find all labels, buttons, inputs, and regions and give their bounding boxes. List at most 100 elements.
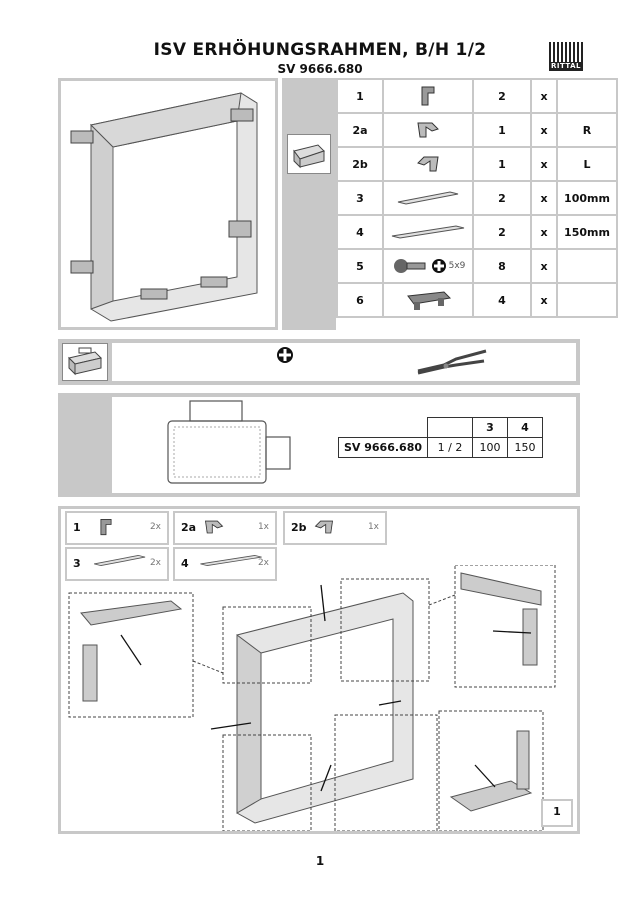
part-qty: 8	[472, 248, 532, 284]
part-qty: 4	[472, 282, 532, 318]
page-title: ISV ERHÖHUNGSRAHMEN, B/H 1/2	[153, 40, 487, 60]
parts-sidebar	[282, 78, 336, 330]
corner-right-icon	[197, 516, 231, 541]
part-image	[382, 78, 474, 114]
corner-bracket-icon	[89, 516, 123, 541]
step-number-badge: 1	[541, 799, 573, 827]
part-qty: 2	[472, 214, 532, 250]
step-part-box: 2a 1x	[173, 511, 277, 545]
screw-icon: 5x9	[384, 255, 472, 277]
rail-long-icon	[197, 552, 265, 572]
tools-panel	[58, 339, 580, 385]
part-image	[382, 214, 474, 250]
dims-value-3: 100	[472, 437, 508, 458]
frame-illustration-panel	[58, 78, 278, 330]
part-variant	[556, 78, 618, 114]
corner-right-icon	[384, 117, 472, 143]
dims-header-empty	[338, 417, 428, 438]
part-multiplier: x	[530, 248, 558, 284]
part-multiplier: x	[530, 282, 558, 318]
screw-size-label: 5x9	[448, 261, 466, 271]
assembly-diagram	[68, 565, 556, 831]
part-number: 5	[336, 248, 384, 284]
part-image	[382, 112, 474, 148]
step-part-qty: 1x	[257, 522, 269, 532]
assembly-step-panel: 1 2x 2a 1x 2b 1x 3 2x 4 2x	[58, 506, 580, 834]
step-part-number: 2b	[291, 521, 307, 534]
tools-area	[112, 343, 576, 381]
part-multiplier: x	[530, 78, 558, 114]
step-part-qty: 2x	[149, 522, 161, 532]
part-variant: 100mm	[556, 180, 618, 216]
corner-bracket-icon	[384, 83, 472, 109]
part-multiplier: x	[530, 180, 558, 216]
part-qty: 1	[472, 146, 532, 182]
page-subtitle: SV 9666.680	[277, 62, 363, 76]
step-part-number: 3	[73, 557, 81, 570]
parts-box-icon	[287, 134, 331, 174]
dims-header-4: 4	[507, 417, 543, 438]
part-multiplier: x	[530, 112, 558, 148]
step-part-number: 4	[181, 557, 189, 570]
part-number: 6	[336, 282, 384, 318]
dims-header-size	[427, 417, 473, 438]
phillips-screwdriver-icon	[277, 347, 293, 363]
step-part-qty: 2x	[149, 558, 161, 568]
dims-model: SV 9666.680	[338, 437, 428, 458]
step-part-box: 4 2x	[173, 547, 277, 581]
dims-size: 1 / 2	[427, 437, 473, 458]
pliers-icon	[417, 349, 487, 375]
dims-value-4: 150	[507, 437, 543, 458]
step-part-qty: 2x	[257, 558, 269, 568]
step-part-number: 2a	[181, 521, 197, 534]
step-part-qty: 1x	[367, 522, 379, 532]
dimensions-panel: 3 4 SV 9666.680 1 / 2 100 150	[58, 393, 580, 497]
clip-icon	[384, 288, 472, 312]
part-qty: 2	[472, 180, 532, 216]
dimensions-table: 3 4 SV 9666.680 1 / 2 100 150	[338, 417, 543, 458]
part-image	[382, 146, 474, 182]
rail-long-icon	[384, 222, 472, 242]
phillips-head-icon	[431, 259, 446, 273]
frame-illustration	[70, 92, 258, 322]
cabinet-outline-diagram	[167, 400, 291, 484]
part-number: 3	[336, 180, 384, 216]
part-image	[382, 180, 474, 216]
toolbox-icon	[62, 343, 108, 381]
rittal-logo: RITTAL	[549, 42, 583, 72]
part-variant: 150mm	[556, 214, 618, 250]
part-image	[382, 282, 474, 318]
page-number: 1	[315, 854, 325, 868]
part-variant	[556, 282, 618, 318]
part-qty: 2	[472, 78, 532, 114]
step-part-box: 3 2x	[65, 547, 169, 581]
dimensions-area: 3 4 SV 9666.680 1 / 2 100 150	[112, 397, 576, 493]
part-number: 4	[336, 214, 384, 250]
part-number: 2b	[336, 146, 384, 182]
rail-short-icon	[89, 552, 150, 572]
step-part-box: 2b 1x	[283, 511, 387, 545]
part-multiplier: x	[530, 146, 558, 182]
part-variant: L	[556, 146, 618, 182]
part-number: 1	[336, 78, 384, 114]
step-part-box: 1 2x	[65, 511, 169, 545]
dims-header-3: 3	[472, 417, 508, 438]
part-image: 5x9	[382, 248, 474, 284]
step-part-number: 1	[73, 521, 81, 534]
part-multiplier: x	[530, 214, 558, 250]
part-qty: 1	[472, 112, 532, 148]
part-number: 2a	[336, 112, 384, 148]
part-variant	[556, 248, 618, 284]
corner-left-icon	[307, 516, 341, 541]
logo-text: RITTAL	[549, 62, 583, 71]
rail-short-icon	[384, 188, 472, 208]
corner-left-icon	[384, 151, 472, 177]
